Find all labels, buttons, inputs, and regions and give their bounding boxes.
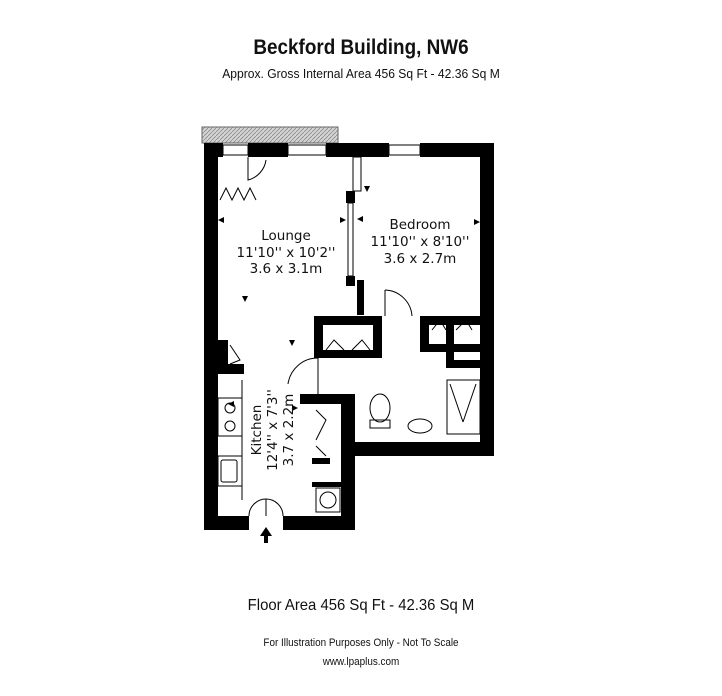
bedroom-label: Bedroom 11'10'' x 8'10'' 3.6 x 2.7m	[371, 217, 470, 267]
dimension-markers	[218, 186, 480, 411]
windows	[222, 144, 421, 156]
washing-machine	[315, 487, 341, 513]
balcony	[201, 126, 339, 144]
lounge-imperial: 11'10'' x 10'2''	[237, 245, 336, 261]
toilet	[369, 393, 391, 429]
kitchen-imperial: 12'4'' x 7'3''	[265, 389, 281, 471]
lounge-label: Lounge 11'10'' x 10'2'' 3.6 x 3.1m	[237, 228, 336, 277]
sink	[217, 455, 243, 487]
lounge-metric: 3.6 x 3.1m	[250, 261, 323, 277]
entrance-arrow-icon	[260, 527, 272, 543]
bedroom-imperial: 11'10'' x 8'10''	[371, 234, 470, 250]
disclaimer: For Illustration Purposes Only - Not To …	[263, 637, 459, 649]
website-link[interactable]: www.lpaplus.com	[322, 656, 400, 668]
kitchen-metric: 3.7 x 2.2m	[281, 394, 297, 467]
kitchen-name: Kitchen	[249, 405, 265, 456]
basin	[407, 418, 433, 434]
balcony-door	[247, 157, 267, 181]
bedroom-door	[384, 289, 413, 317]
kitchen-label: Kitchen 12'4'' x 7'3'' 3.7 x 2.2m	[249, 389, 297, 471]
floor-area-caption: Floor Area 456 Sq Ft - 42.36 Sq M	[247, 597, 475, 614]
entrance-door	[248, 498, 284, 517]
bedroom-metric: 3.6 x 2.7m	[384, 251, 457, 267]
cupboard-doors	[229, 319, 473, 457]
lounge-name: Lounge	[261, 228, 311, 244]
bedroom-name: Bedroom	[389, 217, 450, 233]
plan-subtitle: Approx. Gross Internal Area 456 Sq Ft - …	[222, 66, 500, 81]
kitchen-door	[287, 357, 319, 394]
shower	[446, 379, 481, 435]
radiator	[219, 186, 257, 202]
sliding-door	[347, 156, 362, 277]
walls	[204, 143, 494, 530]
plan-title: Beckford Building, NW6	[253, 36, 469, 59]
